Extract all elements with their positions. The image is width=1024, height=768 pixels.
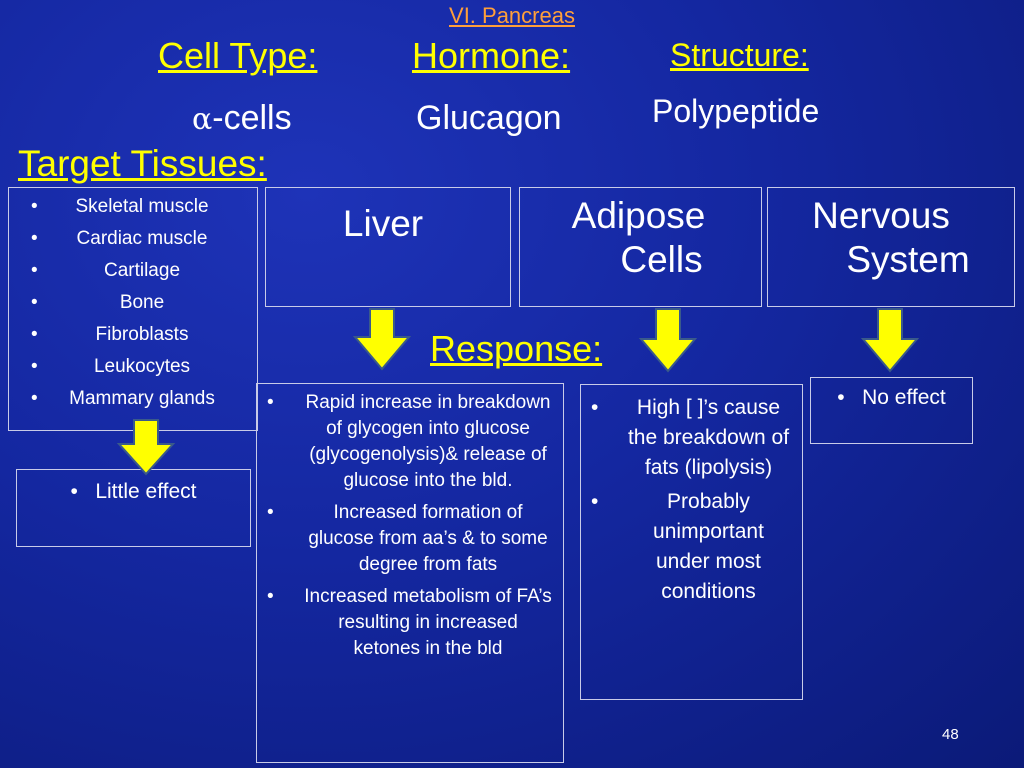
down-arrow-icon <box>116 419 176 476</box>
list-item: Fibroblasts <box>9 324 257 356</box>
liver-box: Liver <box>265 187 511 307</box>
down-arrow-icon <box>860 308 920 373</box>
section-title: VI. Pancreas <box>449 3 575 28</box>
cell-type-value-text: -cells <box>212 99 292 137</box>
hormone-label: Hormone: <box>412 35 571 76</box>
target-tissues-label: Target Tissues: <box>18 143 267 184</box>
tissues-response-box: • Little effect <box>16 469 251 547</box>
adipose-response-list: High [ ]’s cause the breakdown of fats (… <box>581 385 802 607</box>
list-item: High [ ]’s cause the breakdown of fats (… <box>591 393 790 483</box>
down-arrow-icon <box>352 308 412 371</box>
list-item: Cardiac muscle <box>9 228 257 260</box>
list-item: Probably unimportant under most conditio… <box>591 487 790 607</box>
list-item: Bone <box>9 292 257 324</box>
adipose-title: Adipose Cells <box>571 195 706 280</box>
liver-response-box: Rapid increase in breakdown of glycogen … <box>256 383 564 763</box>
liver-response-list: Rapid increase in breakdown of glycogen … <box>257 384 563 662</box>
list-item: Leukocytes <box>9 356 257 388</box>
hormone-value: Glucagon <box>416 99 562 137</box>
list-item: Rapid increase in breakdown of glycogen … <box>267 390 553 494</box>
down-arrow-icon <box>638 308 698 373</box>
list-item: Mammary glands <box>9 388 257 420</box>
cell-type-label: Cell Type: <box>158 35 318 76</box>
response-label: Response: <box>430 328 603 369</box>
tissues-list: Skeletal muscle Cardiac muscle Cartilage… <box>9 188 257 420</box>
nervous-response-box: • No effect <box>810 377 973 444</box>
nervous-response: • No effect <box>837 386 946 409</box>
liver-title: Liver <box>342 203 424 244</box>
list-item: Increased metabolism of FA’s resulting i… <box>267 584 553 662</box>
bullet-icon: • <box>70 480 96 503</box>
structure-value: Polypeptide <box>652 93 820 129</box>
nervous-title: Nervous System <box>812 195 970 280</box>
alpha-symbol: α <box>192 102 213 137</box>
cell-type-value: α-cells <box>192 99 292 139</box>
adipose-box: Adipose Cells <box>519 187 762 307</box>
nervous-box: Nervous System <box>767 187 1015 307</box>
list-item: Cartilage <box>9 260 257 292</box>
page-number: 48 <box>942 726 959 743</box>
tissues-box: Skeletal muscle Cardiac muscle Cartilage… <box>8 187 258 431</box>
list-item: Skeletal muscle <box>9 196 257 228</box>
list-item: Increased formation of glucose from aa’s… <box>267 500 553 578</box>
bullet-icon: • <box>837 386 863 409</box>
adipose-response-box: High [ ]’s cause the breakdown of fats (… <box>580 384 803 700</box>
tissues-response: • Little effect <box>70 480 197 503</box>
structure-label: Structure: <box>670 37 809 73</box>
